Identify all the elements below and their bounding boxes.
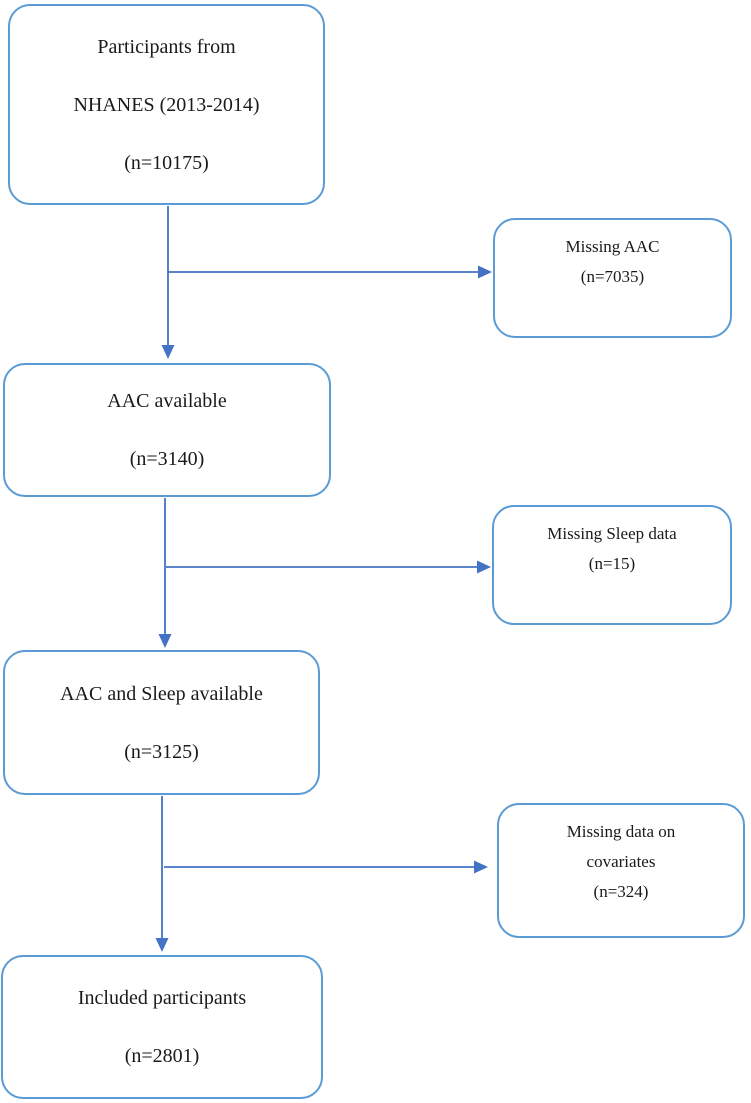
box-missing-covariates: Missing data on covariates (n=324) xyxy=(497,803,745,938)
box-text-line: Missing data on xyxy=(566,822,676,841)
box-count-line: (n=15) xyxy=(588,554,636,573)
box-missing-aac: Missing AAC (n=7035) xyxy=(493,218,732,338)
box-text-line: Included participants xyxy=(77,987,247,1009)
box-count-line: (n=10175) xyxy=(124,151,209,174)
box-count-line: (n=3125) xyxy=(124,740,199,763)
box-aac-available: AAC available (n=3140) xyxy=(3,363,331,497)
box-count-line: (n=2801) xyxy=(124,1045,200,1067)
box-text-line: AAC and Sleep available xyxy=(60,682,263,705)
box-count-line: (n=324) xyxy=(593,882,649,901)
arrow-down-2-head xyxy=(158,634,172,648)
box-text-line: AAC available xyxy=(107,390,227,412)
arrow-exclude-2-head xyxy=(477,560,491,574)
arrow-exclude-3-head xyxy=(474,860,488,874)
arrow-exclude-1-head xyxy=(478,265,492,279)
box-text-line: covariates xyxy=(586,852,656,871)
box-text-line: Participants from xyxy=(97,35,236,58)
box-participants-nhanes: Participants from NHANES (2013-2014) (n=… xyxy=(8,4,325,205)
box-text-line: Missing AAC xyxy=(565,237,660,256)
box-text-line: NHANES (2013-2014) xyxy=(73,93,260,116)
box-missing-sleep-data: Missing Sleep data (n=15) xyxy=(492,505,732,625)
arrow-down-3-head xyxy=(155,938,169,952)
box-count-line: (n=3140) xyxy=(129,448,205,470)
box-aac-sleep-available: AAC and Sleep available (n=3125) xyxy=(3,650,320,795)
box-included-participants: Included participants (n=2801) xyxy=(1,955,323,1099)
box-count-line: (n=7035) xyxy=(580,267,645,286)
arrow-down-1-head xyxy=(161,345,175,359)
box-text-line: Missing Sleep data xyxy=(547,524,677,543)
